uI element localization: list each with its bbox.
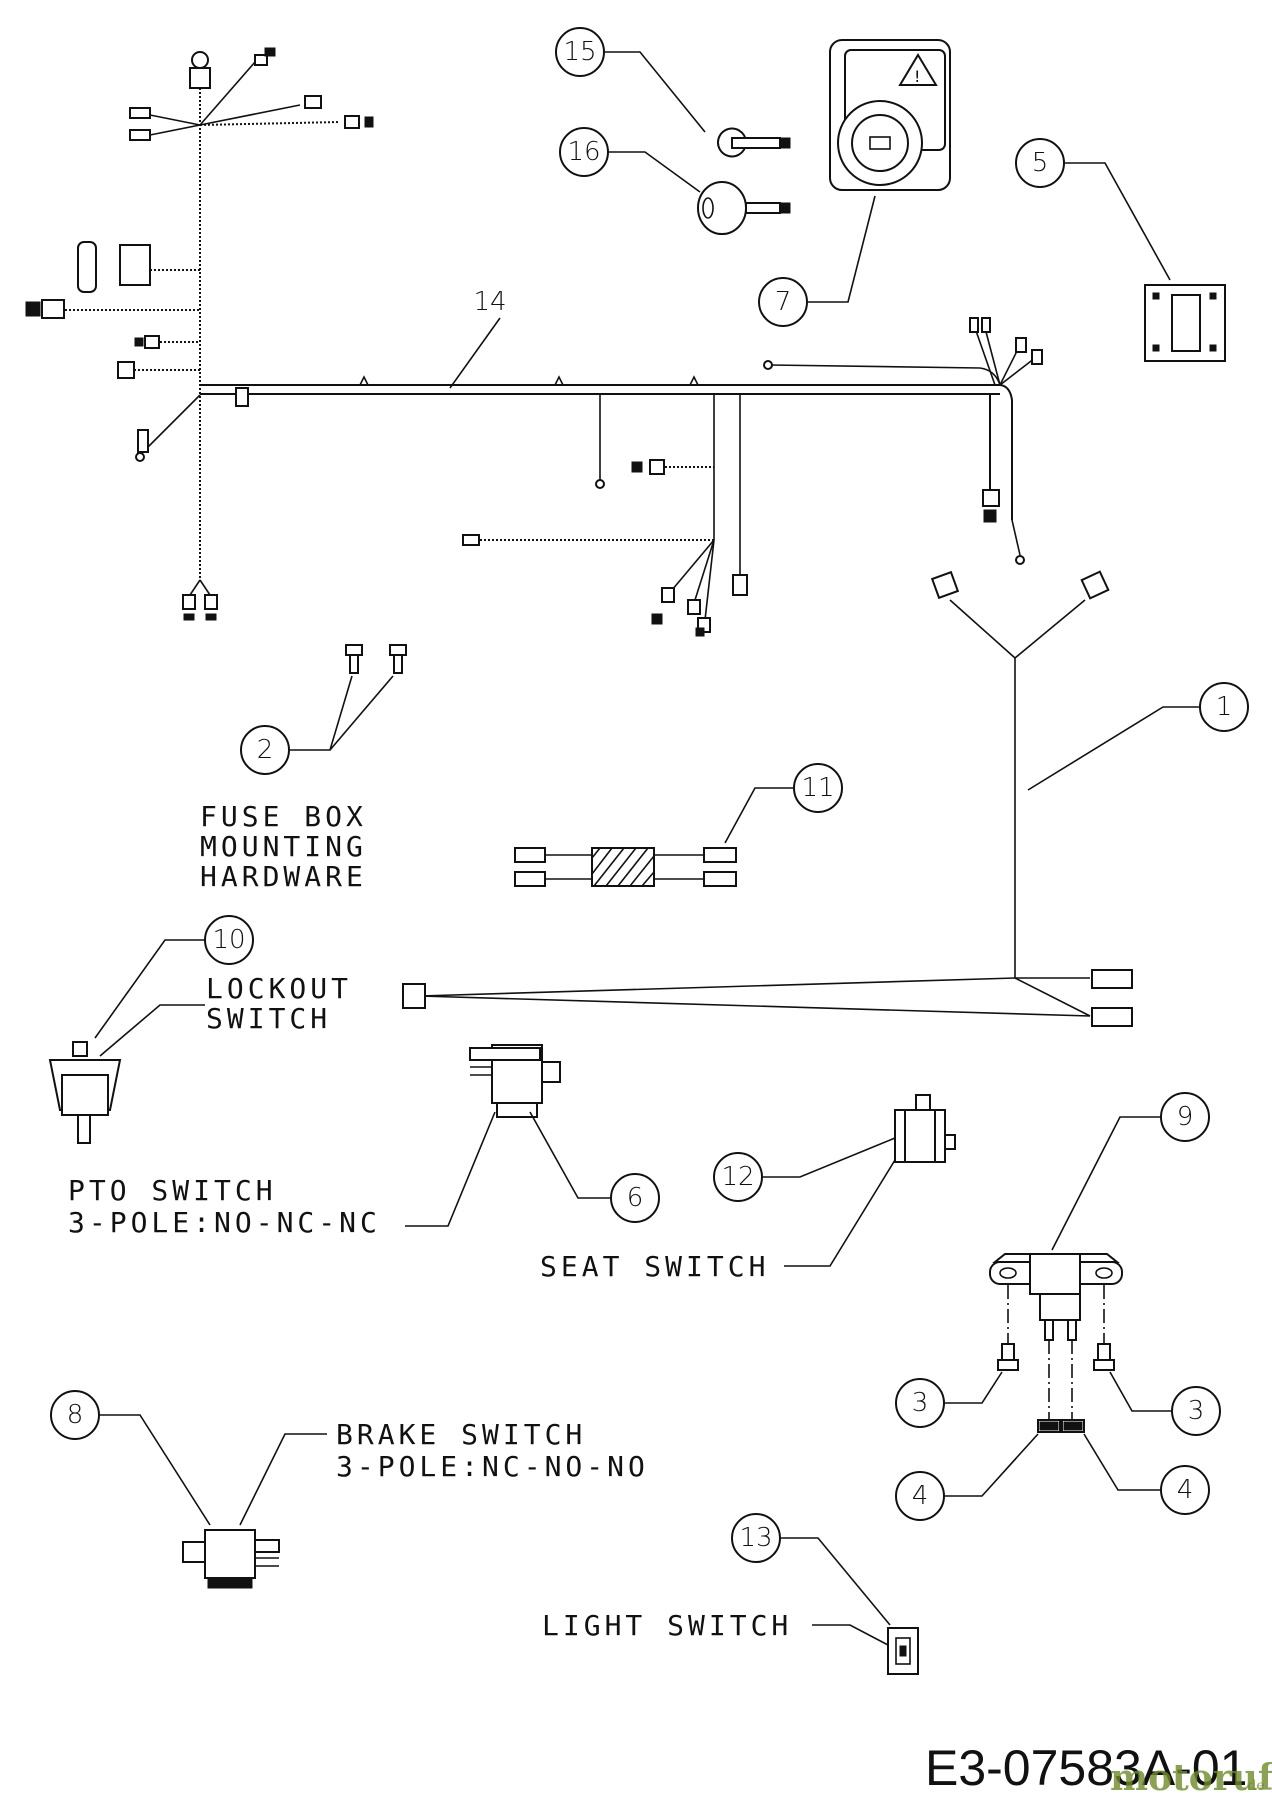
callout-12-label: 12 [721,1162,754,1192]
pto-switch-6 [469,1044,561,1118]
drawing-number: E3-07583A-01 [925,1740,1247,1796]
starter-solenoid-9 [989,1253,1123,1420]
ignition-switch: ! [829,39,951,191]
callout-16: 16 [559,127,701,193]
ignition-key-fob [697,181,791,235]
callout-9: 9 [1051,1092,1210,1251]
fuse-box-label-line-1: FUSE BOX [200,800,367,833]
brake-label: BRAKE SWITCH 3-POLE:NC-NO-NO [336,1418,649,1483]
ignition-key [717,127,791,158]
brake-switch-8 [182,1529,280,1589]
watermark-suffix: .de [1243,1778,1265,1794]
callout-6-label: 6 [627,1183,644,1213]
pto-label: PTO SWITCH 3-POLE:NO-NC-NC [68,1174,381,1239]
callout-3-right: 3 [1109,1371,1221,1436]
brake-label-line-1: BRAKE SWITCH [336,1418,586,1451]
callout-15-label: 15 [563,37,596,67]
harness-1 [402,570,1133,1027]
callout-4-left-label: 4 [912,1481,929,1511]
pto-label-line-1: PTO SWITCH [68,1174,277,1207]
callout-8: 8 [50,1390,327,1526]
fuse-box-screws [345,644,407,674]
svg-text:!: ! [914,67,920,86]
light-switch-13 [887,1627,919,1675]
callout-7-label: 7 [775,287,792,317]
callout-12: 12 [713,1137,896,1267]
nuts-4 [1037,1419,1085,1433]
callout-14: 14 [449,287,507,389]
callout-14-label: 14 [473,287,506,317]
main-harness [25,47,1043,637]
callout-1: 1 [1027,682,1249,791]
callout-3-left-label: 3 [912,1388,929,1418]
callout-8-label: 8 [67,1400,84,1430]
brake-label-line-2: 3-POLE:NC-NO-NO [336,1450,649,1483]
callout-3-right-label: 3 [1188,1396,1205,1426]
callout-3-left: 3 [895,1371,1003,1428]
callout-16-label: 16 [567,137,600,167]
seat-label-text: SEAT SWITCH [540,1250,769,1283]
callout-13: 13 [731,1513,891,1646]
callout-10-label: 10 [212,925,245,955]
callout-4-right-label: 4 [1177,1475,1194,1505]
callout-5: 5 [1015,138,1171,281]
lockout-label: LOCKOUT SWITCH [206,972,352,1035]
callout-9-label: 9 [1177,1102,1194,1132]
callout-2-label: 2 [257,735,274,765]
callout-11: 11 [724,763,843,844]
lockout-switch-10 [48,1041,122,1144]
seat-label: SEAT SWITCH [540,1250,769,1283]
callout-5-label: 5 [1032,148,1049,178]
callout-13-label: 13 [739,1523,772,1553]
seat-switch-12 [894,1094,956,1163]
fuse-box-label-line-3: HARDWARE [200,860,367,893]
light-label: LIGHT SWITCH [542,1609,792,1642]
callout-15: 15 [555,27,706,133]
fuse-holder-11 [514,847,737,887]
lockout-label-line-1: LOCKOUT [206,972,352,1005]
callout-7: 7 [758,195,876,327]
callout-4-right: 4 [1083,1433,1210,1515]
callout-2: 2 [240,675,394,775]
callout-10: 10 [94,915,254,1057]
callout-4-left: 4 [895,1433,1039,1521]
fuse-box-label-line-2: MOUNTING [200,830,367,863]
callout-6: 6 [405,1111,660,1227]
lockout-label-line-2: SWITCH [206,1002,331,1035]
light-label-text: LIGHT SWITCH [542,1609,792,1642]
pto-label-line-2: 3-POLE:NO-NC-NC [68,1206,381,1239]
headlight-switch-5 [1144,284,1226,362]
fuse-box-label: FUSE BOX MOUNTING HARDWARE [200,800,367,893]
screws-3 [997,1343,1115,1371]
watermark-logo: motoruf [1110,1757,1272,1799]
callout-11-label: 11 [801,773,834,803]
callout-1-label: 1 [1216,692,1233,722]
